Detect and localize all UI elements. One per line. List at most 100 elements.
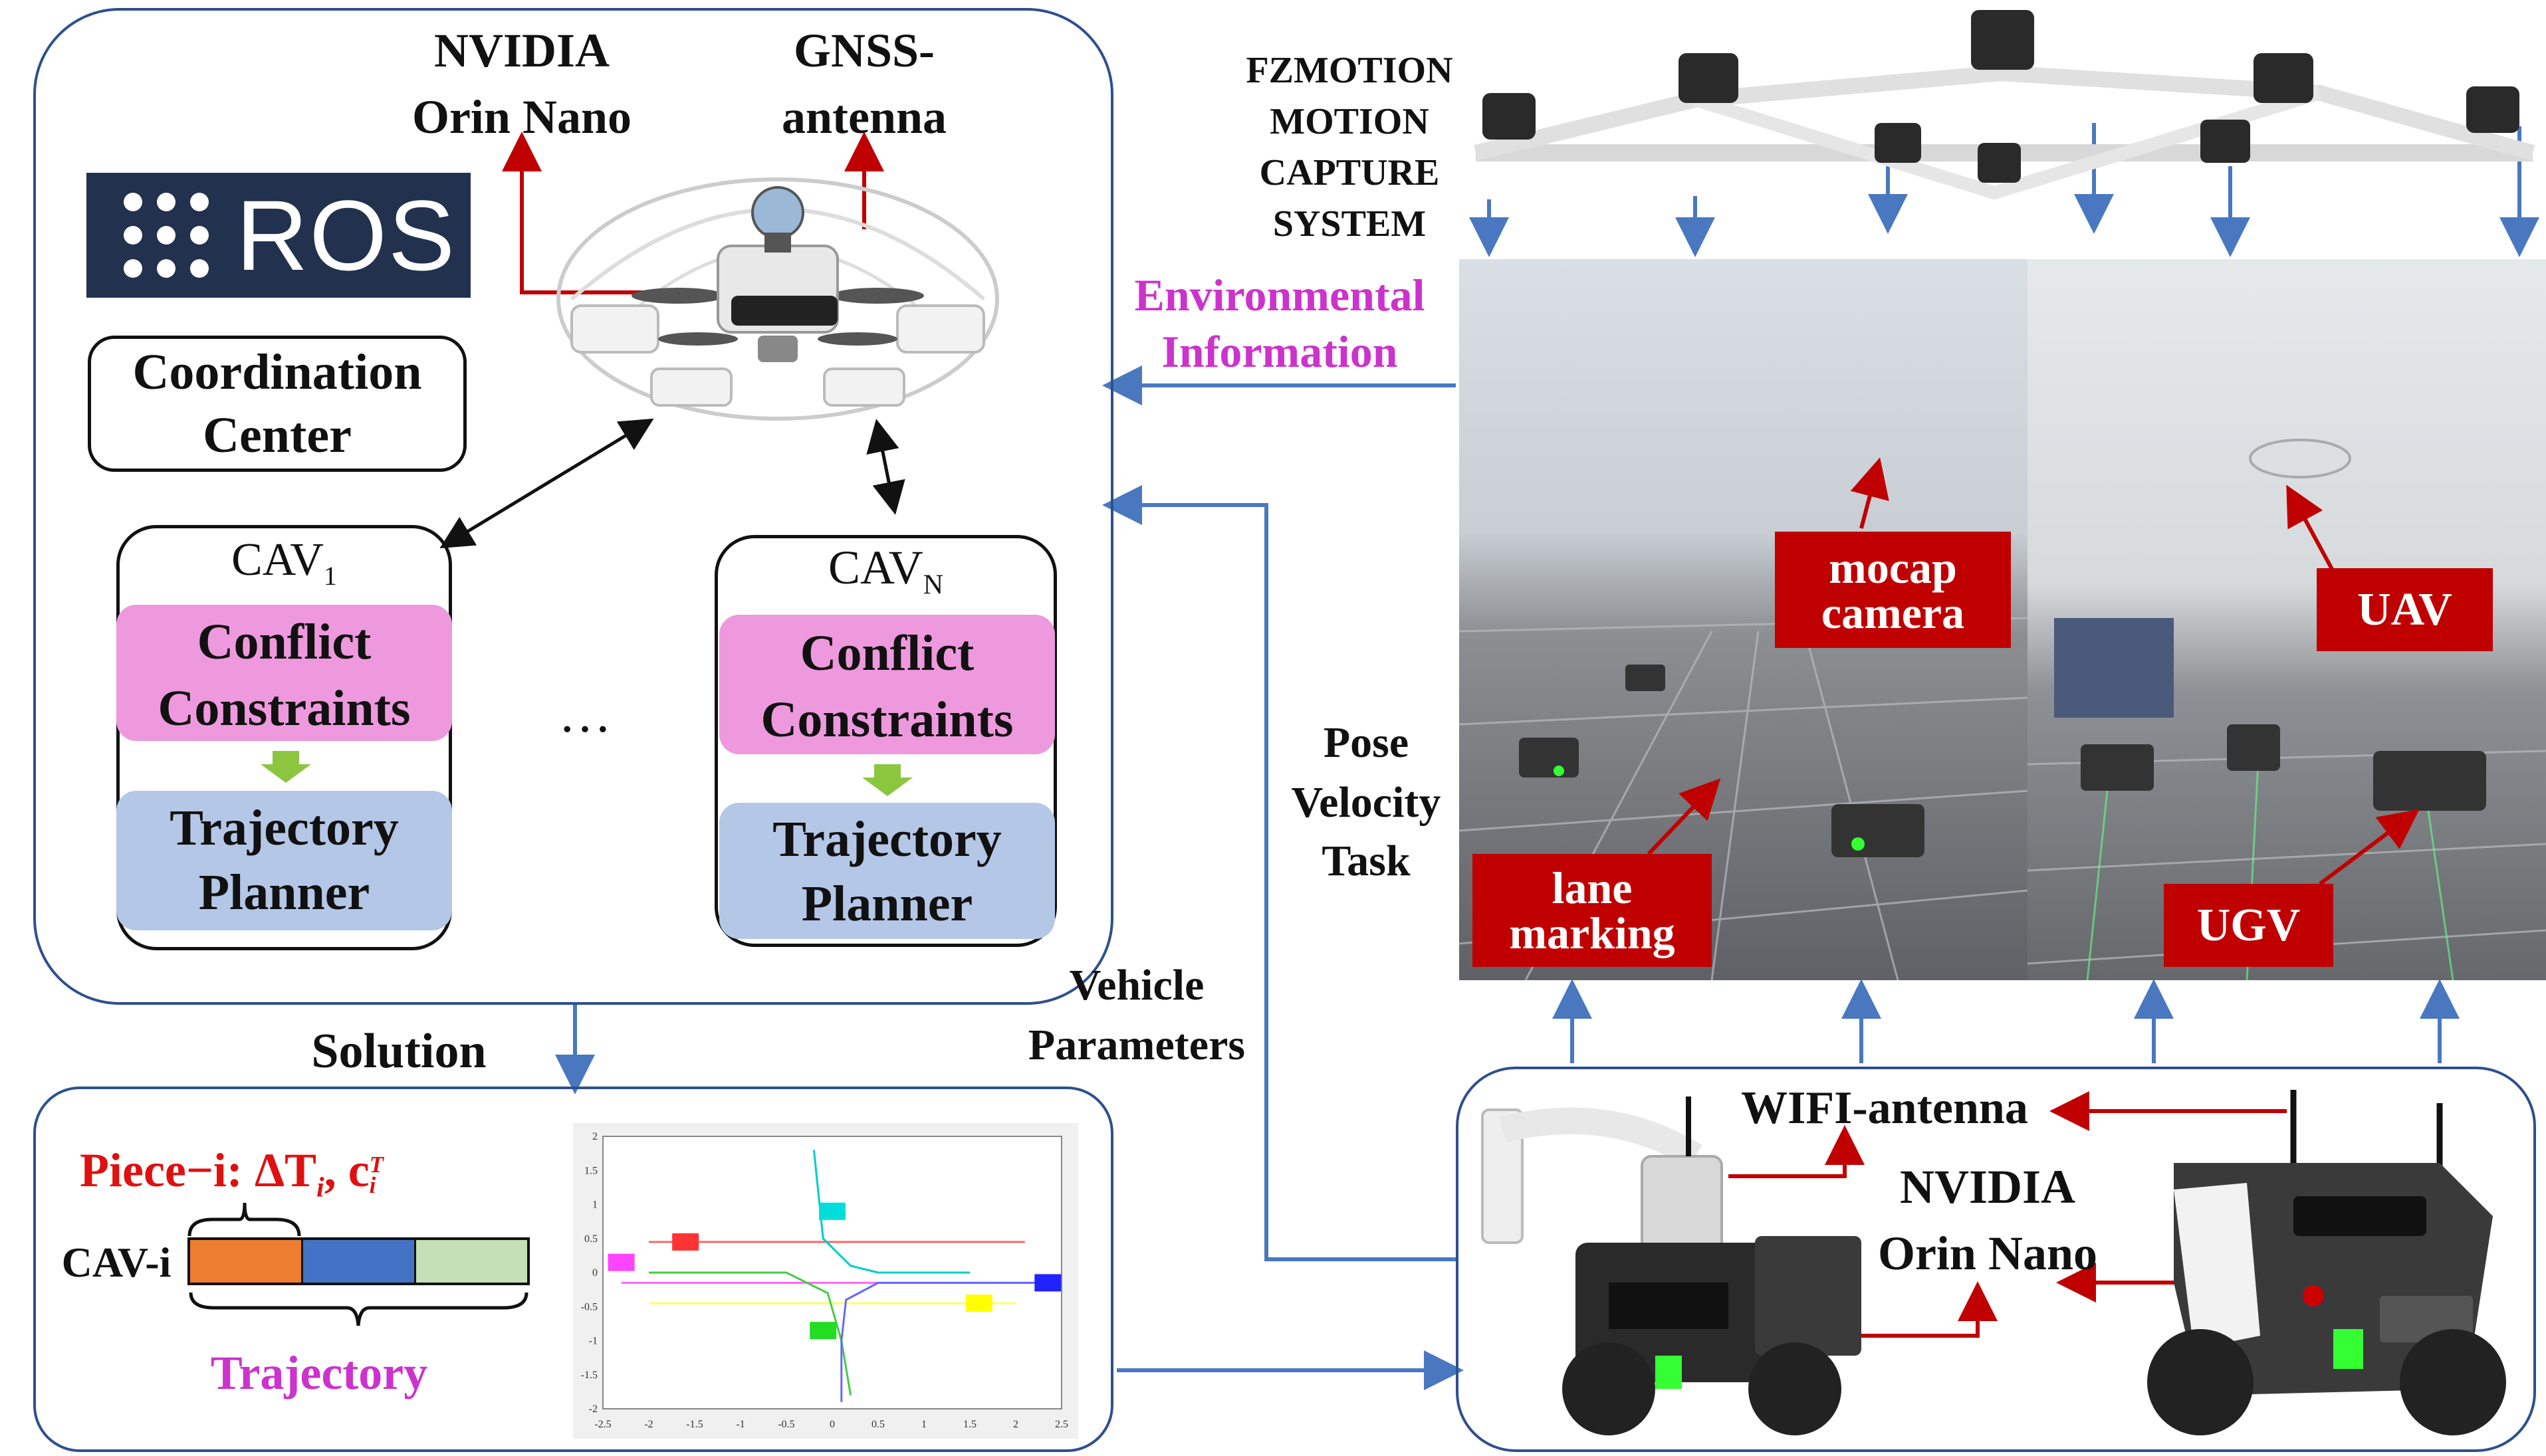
cavn-box bbox=[715, 535, 1057, 947]
plot-vehicle-3 bbox=[819, 1202, 846, 1220]
drone-image bbox=[556, 177, 999, 421]
plot-vehicles bbox=[608, 1202, 1062, 1340]
uav-label: UAV bbox=[2317, 568, 2493, 651]
plot-vehicle-2 bbox=[608, 1253, 635, 1271]
cav1-title: CAV1 bbox=[231, 534, 337, 591]
nvidia-drone-line1: NVIDIA bbox=[433, 24, 610, 77]
plot-vehicle-4 bbox=[1034, 1274, 1062, 1292]
trajectory-brace bbox=[189, 1292, 528, 1326]
plot-path-5 bbox=[649, 1271, 852, 1396]
wifi-antenna-label: WIFI-antenna bbox=[1741, 1083, 2028, 1134]
coordination-center-box bbox=[88, 336, 467, 472]
lab-photo-right bbox=[2027, 259, 2546, 980]
cav-ellipsis: … bbox=[558, 685, 612, 744]
pose-arrow bbox=[1102, 485, 1456, 1261]
cav1-box bbox=[116, 525, 452, 950]
wifi-leader-left bbox=[1728, 1125, 1865, 1178]
mocap-title-line4: SYSTEM bbox=[1272, 203, 1427, 245]
plot-xtick-label: 2 bbox=[1013, 1419, 1018, 1430]
plot-xtick-label: -1.5 bbox=[686, 1419, 703, 1430]
coordination-center-line2: Center bbox=[203, 407, 352, 463]
coordination-center-line1: Coordination bbox=[132, 344, 422, 400]
robot-up-arrows bbox=[1552, 979, 2460, 1063]
mocap-title-line3: CAPTURE bbox=[1259, 152, 1440, 193]
trajectory-segment-2 bbox=[303, 1240, 416, 1283]
cav1-planner-line1: Trajectory bbox=[170, 800, 399, 856]
env-info-line1: Environmental bbox=[1134, 270, 1425, 320]
plot-xtick-label: -2 bbox=[644, 1419, 653, 1430]
piece-brace bbox=[187, 1202, 301, 1237]
gnss-line2: antenna bbox=[781, 90, 947, 144]
cavn-title: CAVN bbox=[828, 541, 944, 601]
vehicle-params-line2: Parameters bbox=[1028, 1021, 1246, 1069]
plot-vehicle-5 bbox=[965, 1295, 992, 1312]
nvidia-leader-left bbox=[1808, 1281, 1998, 1338]
gnss-line1: GNSS- bbox=[793, 24, 935, 77]
lab-floor-lines-right bbox=[2027, 439, 2546, 980]
cavn-planner-box bbox=[719, 803, 1055, 939]
cavn-down-arrow-icon bbox=[862, 764, 913, 796]
plot-xtick-label: -2.5 bbox=[594, 1419, 611, 1430]
nvidia-robot-line1: NVIDIA bbox=[1899, 1160, 2076, 1213]
plot-path-6 bbox=[840, 1281, 1044, 1402]
ugv-label: UGV bbox=[2164, 884, 2333, 967]
mocap-title-line2: MOTION bbox=[1270, 101, 1429, 142]
plot-ytick-label: 0 bbox=[592, 1267, 598, 1279]
cav1-down-arrow-icon bbox=[261, 751, 311, 783]
trajectory-segment-1 bbox=[190, 1240, 303, 1283]
ros-text: ROS bbox=[236, 179, 457, 291]
ros-logo: ROS bbox=[86, 173, 471, 298]
pose-line3: Task bbox=[1322, 837, 1411, 885]
trajectory-label: Trajectory bbox=[210, 1346, 428, 1400]
plot-ytick-label: -1.5 bbox=[581, 1370, 598, 1381]
cavn-conflict-line2: Constraints bbox=[760, 692, 1014, 748]
plot-ytick-label: -1 bbox=[589, 1336, 598, 1347]
nvidia-drone-line2: Orin Nano bbox=[411, 90, 632, 144]
cavn-conflict-line1: Conflict bbox=[800, 625, 975, 681]
trajectory-segment-3 bbox=[416, 1240, 527, 1283]
plot-yticks: 21.510.50-0.5-1-1.5-2 bbox=[581, 1131, 598, 1415]
drone-cav1-link bbox=[439, 418, 654, 549]
ros-dots-icon bbox=[124, 193, 209, 278]
plot-ytick-label: 0.5 bbox=[584, 1233, 598, 1245]
plot-ytick-label: -0.5 bbox=[581, 1301, 598, 1312]
solution-label: Solution bbox=[311, 1024, 487, 1079]
mocap-title-line1: FZMOTION bbox=[1246, 50, 1453, 91]
cav1-conflict-line2: Constraints bbox=[158, 680, 411, 736]
nvidia-leader bbox=[502, 132, 665, 294]
plot-xtick-label: 0 bbox=[830, 1419, 835, 1430]
vehicle-params-line1: Vehicle bbox=[1069, 961, 1205, 1009]
cav1-conflict-line1: Conflict bbox=[197, 614, 372, 670]
cav1-conflict-box bbox=[116, 605, 452, 741]
coordination-panel bbox=[33, 8, 1113, 1005]
plot-xtick-label: -1 bbox=[736, 1419, 745, 1430]
trajectory-bar bbox=[187, 1237, 530, 1285]
solution-panel bbox=[33, 1087, 1113, 1452]
plot-vehicle-6 bbox=[810, 1322, 837, 1340]
cav1-planner-box bbox=[116, 791, 452, 930]
pose-line2: Velocity bbox=[1291, 778, 1441, 827]
robot-panel bbox=[1456, 1067, 2536, 1452]
cavn-conflict-box bbox=[719, 615, 1055, 754]
plot-xtick-label: 1.5 bbox=[963, 1419, 977, 1430]
cav-i-label: CAV-i bbox=[61, 1239, 172, 1286]
env-info-line2: Information bbox=[1161, 326, 1398, 377]
plot-xtick-label: -0.5 bbox=[778, 1419, 794, 1430]
plot-ytick-label: 1.5 bbox=[584, 1165, 598, 1176]
plot-xtick-label: 1 bbox=[921, 1419, 927, 1430]
plot-xtick-label: 2.5 bbox=[1055, 1419, 1068, 1430]
cavn-planner-line2: Planner bbox=[801, 876, 973, 932]
nvidia-robot-line2: Orin Nano bbox=[1877, 1227, 2098, 1280]
mocap-rig-image bbox=[1474, 10, 2535, 200]
cavn-planner-line1: Trajectory bbox=[772, 811, 1002, 867]
lab-floor-lines bbox=[1459, 617, 2027, 980]
pose-line1: Pose bbox=[1323, 718, 1409, 767]
drone-cavn-link bbox=[866, 419, 905, 515]
